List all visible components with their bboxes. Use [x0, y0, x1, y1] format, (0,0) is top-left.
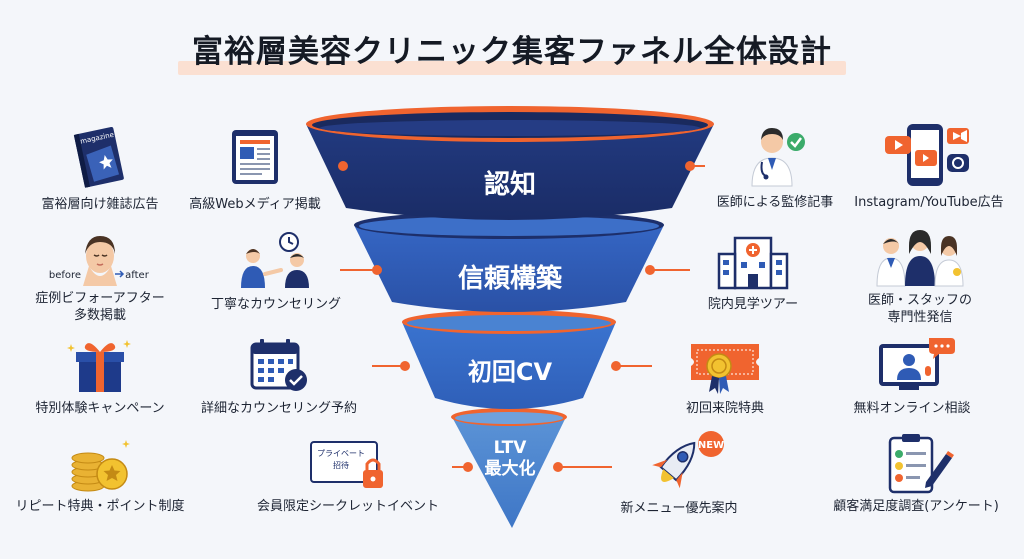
stage-4-label: LTV 最大化 [470, 438, 550, 480]
card-text-line1: プライベート [317, 449, 365, 458]
stage-2-label: 信頼構築 [457, 264, 562, 294]
funnel-stage-3 [402, 310, 616, 409]
funnel-stage-1 [306, 106, 714, 220]
after-text: after [125, 270, 150, 281]
item-label-line1: 症例ビフォーアフター [35, 291, 165, 306]
item-label: 医師・スタッフの 専門性発信 [820, 292, 1020, 326]
item-online-consultation: 無料オンライン相談 [812, 334, 1012, 417]
item-label: 富裕層向け雑誌広告 [41, 197, 159, 212]
item-label: 医師による監修記事 [716, 195, 834, 210]
before-after-face-icon: before after [49, 236, 150, 286]
item-counseling-booking: 詳細なカウンセリング予約 [196, 334, 362, 417]
rocket-icon: NEW [652, 431, 724, 489]
stage-4-label-line2: 最大化 [484, 459, 536, 479]
item-label: Instagram/YouTube広告 [854, 195, 1004, 210]
hospital-icon [717, 236, 789, 290]
item-satisfaction-survey: 顧客満足度調査(アンケート) [810, 432, 1022, 515]
item-special-campaign: 特別体験キャンペーン [6, 334, 194, 417]
item-label: 新メニュー優先案内 [620, 501, 738, 516]
funnel-stage-4 [451, 408, 567, 528]
item-label: 顧客満足度調査(アンケート) [833, 499, 999, 514]
ticket-icon [691, 344, 759, 394]
item-label-line1: 医師・スタッフの [867, 293, 972, 308]
connector-dots [338, 161, 695, 472]
item-label: 丁寧なカウンセリング [210, 297, 341, 312]
item-label: 症例ビフォーアフター 多数掲載 [6, 290, 194, 324]
item-label: 院内見学ツアー [707, 297, 799, 312]
card-text-line2: 招待 [333, 460, 349, 470]
item-doctor-supervised: 医師による監修記事 [690, 120, 860, 211]
private-invitation-icon: プライベート 招待 [310, 441, 383, 488]
coins-icon [71, 440, 130, 492]
new-badge-text: NEW [698, 440, 724, 451]
social-media-icon [885, 124, 969, 186]
stage-4-label-line1: LTV [493, 438, 527, 458]
doctor-check-icon [751, 128, 805, 187]
item-label-line2: 専門性発信 [887, 310, 953, 325]
item-label: 無料オンライン相談 [853, 401, 971, 416]
medical-staff-icon [876, 230, 964, 287]
item-first-visit-benefit: 初回来院特典 [640, 336, 810, 417]
item-clinic-tour: 院内見学ツアー [668, 230, 838, 313]
item-label: 特別体験キャンペーン [35, 401, 165, 416]
item-new-menu-priority: NEW 新メニュー優先案内 [594, 430, 764, 517]
item-label: リピート特典・ポイント制度 [15, 499, 185, 514]
item-label-line2: 多数掲載 [73, 308, 126, 323]
item-label: 初回来院特典 [685, 401, 764, 416]
item-magazine-ad: magazine 富裕層向け雑誌広告 [6, 122, 194, 213]
title-container: 富裕層美容クリニック集客ファネル全体設計 [0, 22, 1024, 77]
item-member-secret-event: プライベート 招待 会員限定シークレットイベント [236, 436, 460, 515]
web-article-icon [232, 130, 278, 184]
before-text: before [49, 270, 81, 281]
item-label: 詳細なカウンセリング予約 [200, 401, 357, 416]
online-consultation-icon [879, 338, 955, 390]
survey-clipboard-icon [888, 434, 954, 494]
funnel-stage-2 [354, 211, 664, 312]
stage-3-label: 初回CV [467, 358, 553, 386]
calendar-check-icon [250, 339, 307, 391]
magazine-icon: magazine [73, 127, 124, 188]
item-label: 会員限定シークレットイベント [256, 499, 439, 514]
item-repeat-points: リピート特典・ポイント制度 [6, 432, 194, 515]
stage-1-label: 認知 [483, 170, 536, 200]
counseling-icon [241, 232, 309, 288]
item-staff-expertise: 医師・スタッフの 専門性発信 [820, 226, 1020, 326]
item-social-ads: Instagram/YouTube広告 [836, 120, 1022, 211]
item-counseling: 丁寧なカウンセリング [196, 230, 356, 313]
item-web-media: 高級Webメディア掲載 [166, 122, 344, 213]
gift-icon [67, 340, 131, 392]
item-label: 高級Webメディア掲載 [189, 197, 321, 212]
item-before-after-cases: before after 症例ビフォーアフター 多数掲載 [6, 228, 194, 324]
page-title: 富裕層美容クリニック集客ファネル全体設計 [170, 22, 854, 77]
